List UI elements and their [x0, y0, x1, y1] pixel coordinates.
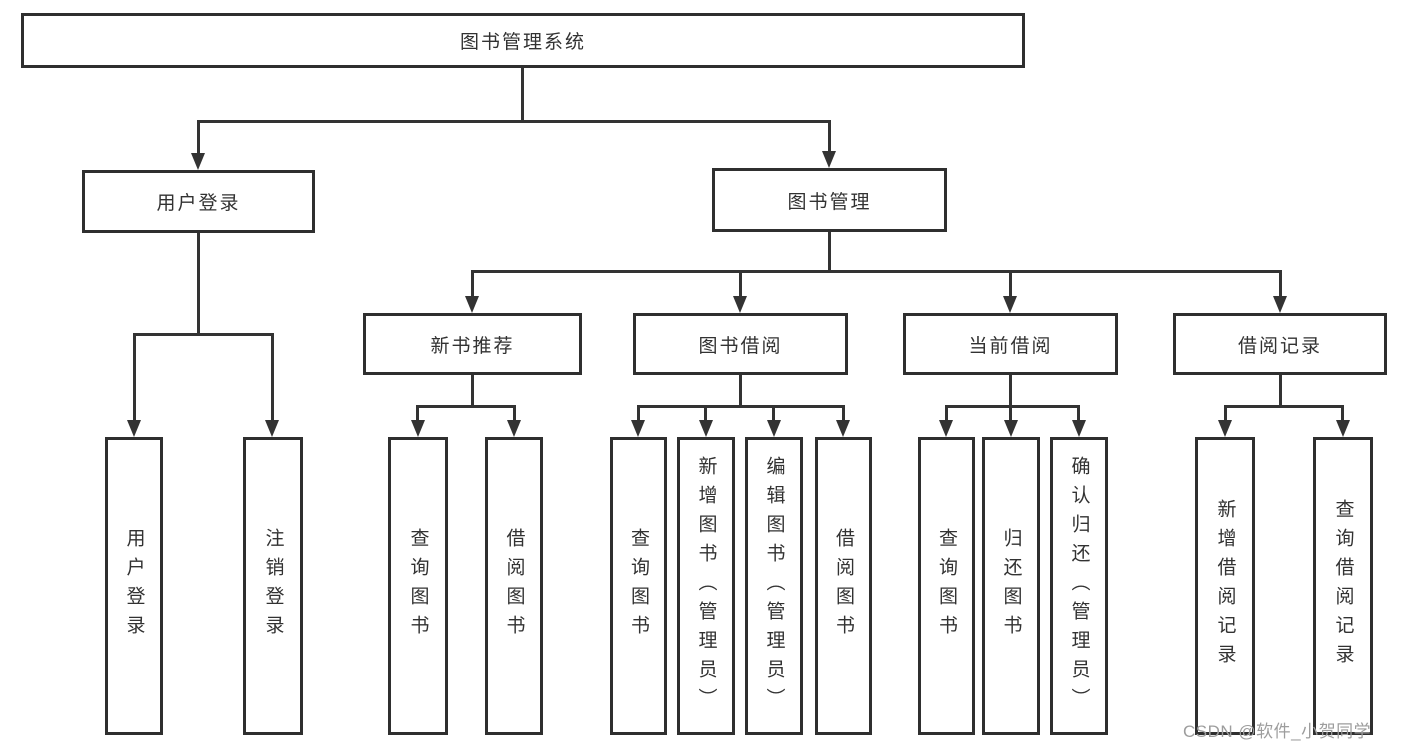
arrowhead-down-icon	[1336, 420, 1350, 437]
arrowhead-down-icon	[836, 420, 850, 437]
leaf-borrow-book-recommend: 借阅图书	[485, 437, 543, 735]
connector-line	[1009, 405, 1012, 421]
arrowhead-down-icon	[699, 420, 713, 437]
node-user-login-branch-label: 用户登录	[156, 193, 241, 214]
leaf-query-borrow-record-label: 查询借阅记录	[1332, 499, 1354, 673]
leaf-query-book-borrow-label: 查询图书	[628, 528, 649, 644]
connector-line	[945, 405, 948, 421]
arrowhead-down-icon	[265, 420, 279, 437]
connector-line	[842, 405, 845, 421]
connector-line	[271, 333, 274, 421]
arrowhead-down-icon	[1072, 420, 1086, 437]
connector-line	[1279, 375, 1282, 405]
connector-line	[637, 405, 843, 408]
leaf-add-book-admin: 新增图书（管理员）	[677, 437, 735, 735]
connector-line	[1341, 405, 1344, 421]
leaf-borrow-book-recommend-label: 借阅图书	[503, 528, 525, 644]
connector-line	[1224, 405, 1342, 408]
leaf-borrow-book-borrow: 借阅图书	[815, 437, 872, 735]
arrowhead-down-icon	[1218, 420, 1232, 437]
connector-line	[133, 333, 274, 336]
connector-line	[197, 120, 200, 155]
leaf-query-borrow-record: 查询借阅记录	[1313, 437, 1373, 735]
connector-line	[1279, 270, 1282, 297]
leaf-return-book: 归还图书	[982, 437, 1040, 735]
arrowhead-down-icon	[465, 296, 479, 313]
connector-line	[133, 333, 136, 421]
leaf-confirm-return-admin-label: 确认归还（管理员）	[1068, 455, 1090, 717]
connector-line	[471, 270, 474, 297]
connector-line	[1009, 270, 1012, 297]
leaf-edit-book-admin: 编辑图书（管理员）	[745, 437, 803, 735]
leaf-query-book-current: 查询图书	[918, 437, 975, 735]
arrowhead-down-icon	[631, 420, 645, 437]
arrowhead-down-icon	[411, 420, 425, 437]
node-current-borrow: 当前借阅	[903, 313, 1118, 375]
leaf-borrow-book-borrow-label: 借阅图书	[833, 528, 854, 644]
arrowhead-down-icon	[822, 151, 836, 168]
connector-line	[739, 270, 742, 297]
connector-line	[1009, 375, 1012, 405]
node-book-management-branch: 图书管理	[712, 168, 947, 232]
leaf-add-book-admin-label: 新增图书（管理员）	[695, 455, 717, 717]
leaf-query-book-recommend-label: 查询图书	[407, 528, 429, 644]
leaf-add-borrow-record-label: 新增借阅记录	[1214, 499, 1236, 673]
connector-line	[704, 405, 707, 421]
node-borrow-record-label: 借阅记录	[1237, 335, 1322, 357]
csdn-watermark: CSDN @软件_小贺同学	[1183, 722, 1372, 741]
leaf-logout: 注销登录	[243, 437, 303, 735]
arrowhead-down-icon	[1004, 420, 1018, 437]
leaf-user-login: 用户登录	[105, 437, 163, 735]
connector-line	[416, 405, 516, 408]
connector-line	[471, 375, 474, 405]
leaf-add-borrow-record: 新增借阅记录	[1195, 437, 1255, 735]
node-root-label: 图书管理系统	[459, 32, 586, 53]
node-book-management-branch-label: 图书管理	[787, 191, 872, 213]
arrowhead-down-icon	[733, 296, 747, 313]
arrowhead-down-icon	[191, 153, 205, 170]
leaf-confirm-return-admin: 确认归还（管理员）	[1050, 437, 1108, 735]
node-new-book-recommend-label: 新书推荐	[430, 335, 515, 357]
leaf-edit-book-admin-label: 编辑图书（管理员）	[763, 455, 785, 717]
arrowhead-down-icon	[1003, 296, 1017, 313]
connector-line	[471, 270, 1281, 273]
connector-line	[1224, 405, 1227, 421]
leaf-query-book-current-label: 查询图书	[936, 528, 957, 644]
leaf-query-book-recommend: 查询图书	[388, 437, 448, 735]
arrowhead-down-icon	[1273, 296, 1287, 313]
node-new-book-recommend: 新书推荐	[363, 313, 582, 375]
leaf-logout-label: 注销登录	[262, 528, 284, 644]
node-book-borrow: 图书借阅	[633, 313, 848, 375]
leaf-return-book-label: 归还图书	[1000, 528, 1022, 644]
node-user-login-branch: 用户登录	[82, 170, 315, 233]
connector-line	[945, 405, 1079, 408]
connector-line	[416, 405, 419, 421]
arrowhead-down-icon	[939, 420, 953, 437]
connector-line	[739, 375, 742, 405]
leaf-query-book-borrow: 查询图书	[610, 437, 667, 735]
connector-line	[772, 405, 775, 421]
connector-line	[1077, 405, 1080, 421]
connector-line	[828, 232, 831, 270]
leaf-user-login-label: 用户登录	[123, 528, 145, 644]
node-book-borrow-label: 图书借阅	[698, 335, 783, 357]
connector-line	[637, 405, 640, 421]
connector-line	[197, 120, 831, 123]
node-root: 图书管理系统	[21, 13, 1025, 68]
connector-line	[521, 68, 524, 120]
connector-line	[513, 405, 516, 421]
connector-line	[197, 233, 200, 333]
arrowhead-down-icon	[767, 420, 781, 437]
node-current-borrow-label: 当前借阅	[968, 335, 1053, 357]
connector-line	[828, 120, 831, 153]
arrowhead-down-icon	[507, 420, 521, 437]
node-borrow-record: 借阅记录	[1173, 313, 1387, 375]
arrowhead-down-icon	[127, 420, 141, 437]
